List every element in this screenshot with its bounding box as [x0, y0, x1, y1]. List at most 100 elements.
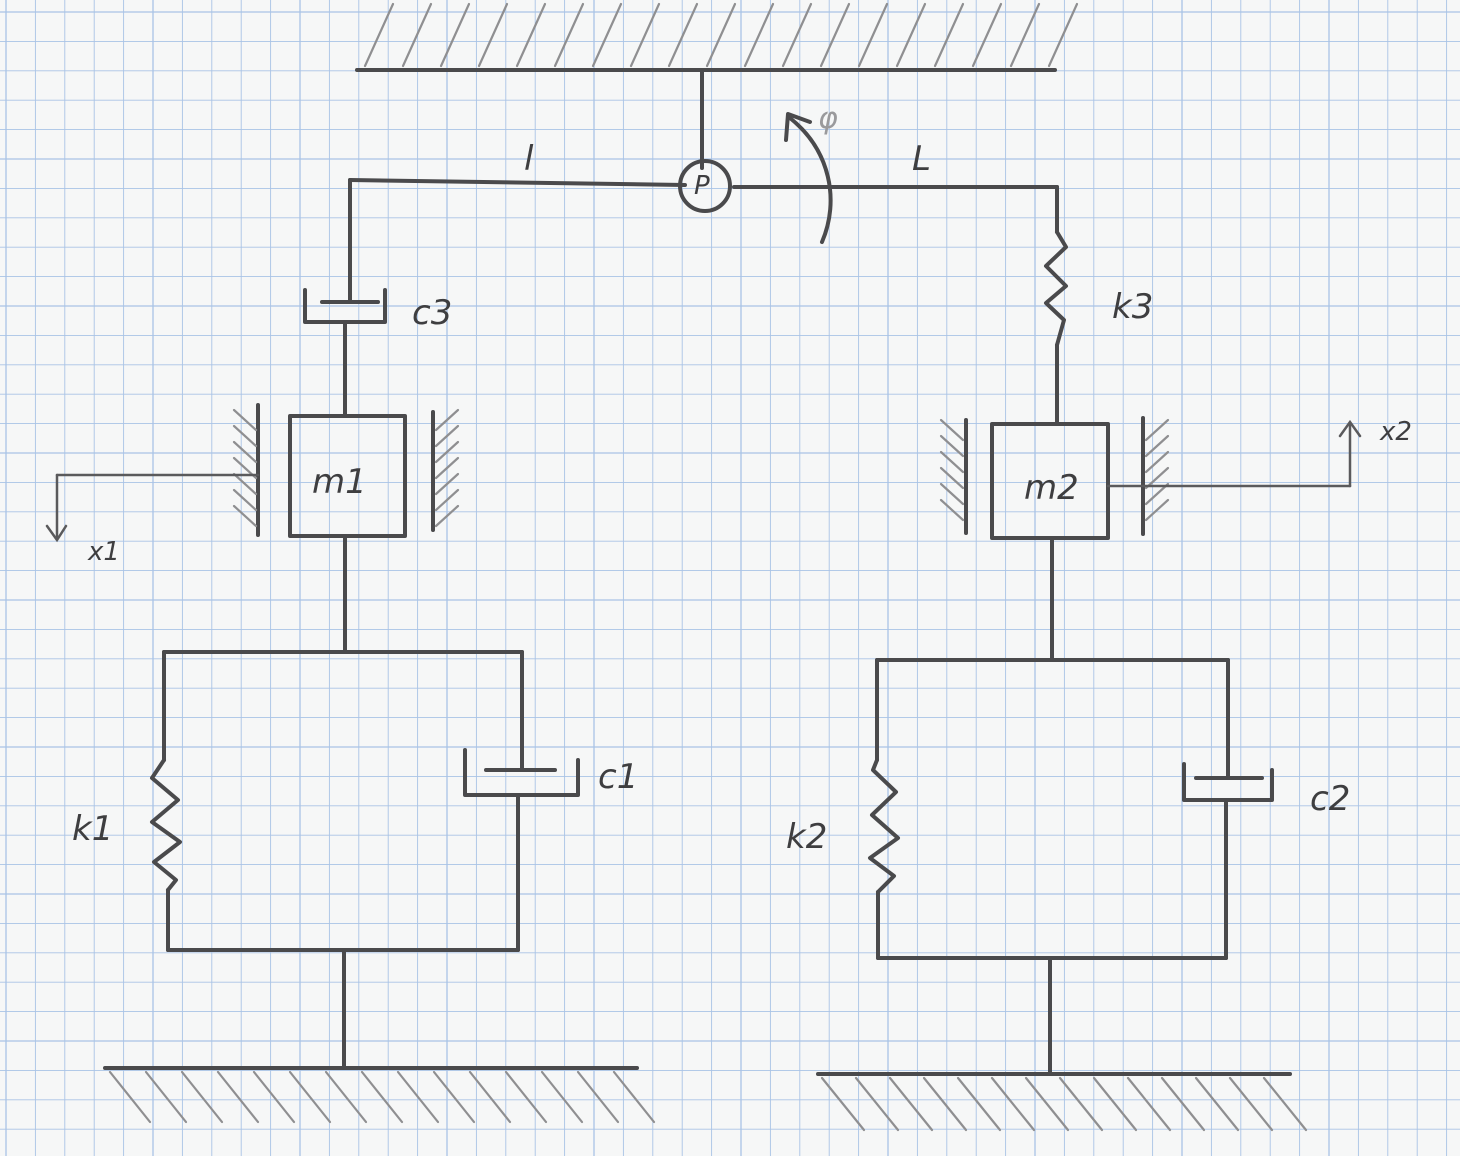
spring-k1-label: k1 — [72, 809, 113, 849]
hatch-stroke — [477, 2, 509, 68]
damper-c1-label: c1 — [598, 757, 638, 797]
hatch-stroke — [854, 1076, 900, 1132]
ground-right — [816, 1072, 1308, 1132]
hatch-stroke — [144, 1070, 188, 1124]
damper-c3-label: c3 — [412, 293, 452, 333]
hatch-stroke — [232, 424, 258, 448]
coordinate-x1-label: x1 — [87, 537, 120, 567]
hatch-stroke — [216, 1070, 260, 1124]
hatch-stroke — [1160, 1076, 1206, 1132]
x2-arrow — [1338, 419, 1362, 438]
hatch-stroke — [857, 2, 889, 68]
ceiling-hatching — [363, 2, 1079, 68]
hatch-stroke — [363, 2, 395, 68]
hatch-stroke — [1144, 482, 1170, 506]
hatch-stroke — [1092, 1076, 1138, 1132]
right-arm-length-label: L — [912, 139, 931, 179]
hatch-stroke — [1058, 1076, 1104, 1132]
hatch-stroke — [819, 2, 851, 68]
rotation-arrowhead — [784, 112, 812, 142]
guide-hatching — [1144, 418, 1170, 522]
guide-hatching — [232, 408, 258, 528]
hatch-stroke — [1144, 466, 1170, 490]
hatch-stroke — [288, 1070, 332, 1124]
hatch-stroke — [705, 2, 737, 68]
x1-arrow — [45, 524, 68, 543]
pivot-joint — [678, 159, 732, 213]
hatch-stroke — [1009, 2, 1041, 68]
hatch-stroke — [1144, 418, 1170, 442]
spring-k2-label: k2 — [786, 817, 827, 857]
hatch-stroke — [1144, 498, 1170, 522]
hatch-stroke — [434, 424, 460, 448]
coordinate-x2-label: x2 — [1379, 417, 1412, 447]
hatch-stroke — [432, 1070, 476, 1124]
hatch-stroke — [180, 1070, 224, 1124]
hatch-stroke — [939, 450, 965, 474]
mass-m1-label: m1 — [312, 462, 367, 502]
hatch-stroke — [971, 2, 1003, 68]
hatch-stroke — [434, 488, 460, 512]
hatch-stroke — [1228, 1076, 1274, 1132]
ground-hatching — [820, 1076, 1308, 1132]
hatch-stroke — [434, 456, 460, 480]
mass-m1: m1 x1 — [45, 403, 460, 567]
hatch-stroke — [434, 472, 460, 496]
hatch-stroke — [939, 418, 965, 442]
hatch-stroke — [515, 2, 547, 68]
guide-hatching — [939, 418, 965, 522]
hatch-stroke — [922, 1076, 968, 1132]
hatch-stroke — [553, 2, 585, 68]
damper-c2-label: c2 — [1310, 779, 1350, 819]
hatch-stroke — [939, 482, 965, 506]
hatch-stroke — [1024, 1076, 1070, 1132]
hatch-stroke — [360, 1070, 404, 1124]
rotation-arrow — [788, 116, 833, 244]
hatch-stroke — [504, 1070, 548, 1124]
hatch-stroke — [939, 466, 965, 490]
hatch-stroke — [232, 408, 258, 432]
hatch-stroke — [324, 1070, 368, 1124]
hatch-stroke — [990, 1076, 1036, 1132]
hatch-stroke — [540, 1070, 584, 1124]
ground-hatching — [108, 1070, 656, 1124]
hatch-stroke — [781, 2, 813, 68]
hatch-stroke — [591, 2, 623, 68]
hatch-stroke — [434, 408, 460, 432]
hatch-stroke — [396, 1070, 440, 1124]
hatch-stroke — [933, 2, 965, 68]
hatch-stroke — [434, 504, 460, 528]
suspension-left: k1 c1 — [72, 534, 638, 1070]
hatch-stroke — [939, 498, 965, 522]
guide-hatching — [434, 408, 460, 528]
hatch-stroke — [108, 1070, 152, 1124]
hatch-stroke — [895, 2, 927, 68]
pivot-lever: P l L φ — [348, 101, 1059, 244]
ground-left — [103, 1066, 656, 1124]
ceiling-support — [355, 2, 1079, 170]
damper-c3: c3 — [303, 178, 452, 418]
hatch-stroke — [939, 434, 965, 458]
hatch-stroke — [667, 2, 699, 68]
pivot-label: P — [694, 171, 710, 201]
hatch-stroke — [956, 1076, 1002, 1132]
hatch-stroke — [1126, 1076, 1172, 1132]
hatch-stroke — [439, 2, 471, 68]
mass-m2: m2 x2 — [939, 416, 1412, 540]
suspension-right: k2 c2 — [786, 536, 1350, 1076]
hatch-stroke — [820, 1076, 866, 1132]
hatch-stroke — [1144, 434, 1170, 458]
hatch-stroke — [1047, 2, 1079, 68]
mass-m2-label: m2 — [1024, 468, 1079, 508]
hatch-stroke — [612, 1070, 656, 1124]
hatch-stroke — [743, 2, 775, 68]
hatch-stroke — [1194, 1076, 1240, 1132]
hatch-stroke — [232, 504, 258, 528]
left-arm-length-label: l — [524, 139, 534, 179]
hatch-stroke — [434, 440, 460, 464]
hatch-stroke — [468, 1070, 512, 1124]
hatch-stroke — [576, 1070, 620, 1124]
hatch-stroke — [1262, 1076, 1308, 1132]
